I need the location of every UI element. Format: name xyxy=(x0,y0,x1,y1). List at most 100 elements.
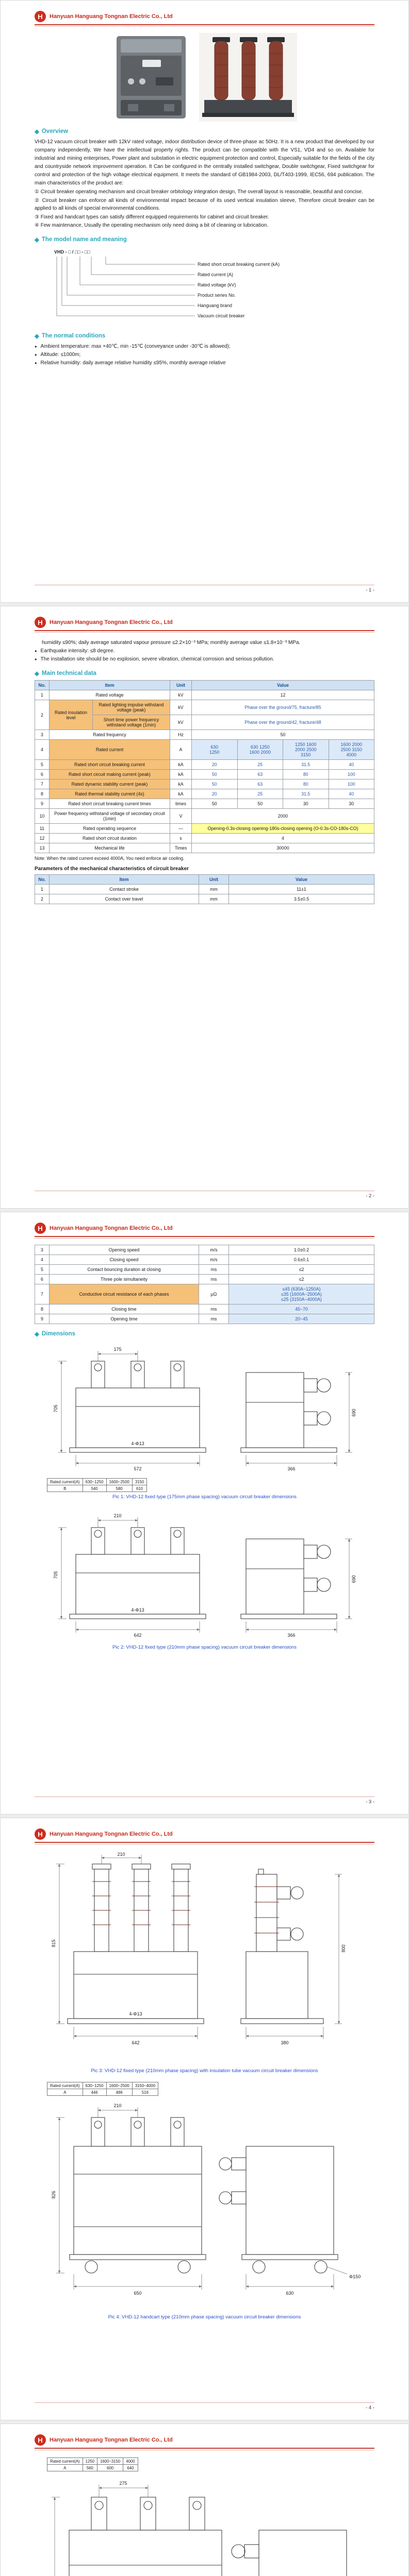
cell: Unit xyxy=(199,874,229,885)
cell: 5 xyxy=(35,759,50,770)
cell: 11±1 xyxy=(228,884,374,894)
cell: Closing time xyxy=(49,1304,199,1314)
cell: Closing speed xyxy=(49,1255,199,1265)
table-header-row: No. Item Unit Value xyxy=(35,874,374,885)
cell: Item xyxy=(49,874,199,885)
front-dimension-lines xyxy=(58,1517,200,1633)
mechanical-characteristics-table: No. Item Unit Value 1 Contact stroke mm … xyxy=(35,874,374,904)
cell: Rated short circuit breaking current tim… xyxy=(49,799,170,809)
cell: ≤45 (630A~1250A) ≤35 (1600A~2500A) ≤25 (… xyxy=(228,1284,374,1304)
cell: Rated dynamic stability current (peak) xyxy=(49,779,170,789)
cell: kA xyxy=(170,789,192,799)
cell: Contact over travel xyxy=(49,894,199,904)
table-row: 4 Closing speed m/s 0.6±0.1 xyxy=(35,1255,374,1265)
page-3: H Hanyuan Hanguang Tongnan Electric Co.,… xyxy=(0,1212,409,1815)
cell: 50 xyxy=(191,779,238,789)
table-row: B 540 580 610 xyxy=(47,1485,148,1492)
cell: Three pole simultaneity xyxy=(49,1274,199,1284)
cell: 3 xyxy=(35,1245,50,1255)
table-row: 12 Rated short circuit duration s 4 xyxy=(35,833,374,843)
cell: 9 xyxy=(35,1314,50,1324)
company-name: Hanyuan Hanguang Tongnan Electric Co., L… xyxy=(50,1225,173,1231)
cell: 20 xyxy=(191,789,238,799)
table-row: 8 Closing time ms 45~70 xyxy=(35,1304,374,1314)
company-name: Hanyuan Hanguang Tongnan Electric Co., L… xyxy=(50,1831,173,1837)
technical-data-table: No. Item Unit Value 1 Rated voltage kV 1… xyxy=(35,680,374,853)
cell: Opening-0.3s-closing opening-180s-closin… xyxy=(191,823,374,834)
dim-label: 210 xyxy=(113,1513,121,1518)
cell: 1600~3150 xyxy=(96,2458,124,2465)
side-dimension-lines xyxy=(245,1874,342,2039)
header-rule-thin xyxy=(35,26,374,27)
model-connector-lines xyxy=(56,256,195,316)
pic1-drawing-block: 175 572 705 4-Φ13 366 690 xyxy=(35,1341,374,1504)
cell: A xyxy=(47,2089,83,2096)
cell: 63 xyxy=(237,769,283,779)
section-heading-overview: ◆ Overview xyxy=(35,128,374,135)
model-label: Rated short circuit breaking current (kA… xyxy=(198,262,280,267)
pic1-caption: Pic 1: VHD-12 fixed type (175mm phase sp… xyxy=(112,1494,297,1500)
cell: 50 xyxy=(191,730,374,740)
cell: 30 xyxy=(283,799,329,809)
dim-label: 380 xyxy=(281,2040,288,2045)
cell: 8 xyxy=(35,789,50,799)
cell: 7 xyxy=(35,779,50,789)
front-dimension-lines xyxy=(51,2485,149,2576)
section-heading-conditions: ◆ The normal conditions xyxy=(35,332,374,340)
cell: ms xyxy=(199,1274,229,1284)
cell: 80 xyxy=(283,769,329,779)
product-photos xyxy=(35,33,374,122)
table-row: 10 Power frequency withstand voltage of … xyxy=(35,808,374,824)
cell: Opening speed xyxy=(49,1245,199,1255)
table-row: 7 Rated dynamic stability current (peak)… xyxy=(35,779,374,789)
cell: 3150~4000 xyxy=(132,2082,159,2089)
cell: Rated voltage xyxy=(49,690,170,700)
front-dimension-lines xyxy=(58,1351,200,1466)
section-heading-dimensions: ◆ Dimensions xyxy=(35,1330,374,1337)
cell: 7 xyxy=(35,1284,50,1304)
table-row: 3 Opening speed m/s 1.0±0.2 xyxy=(35,1245,374,1255)
dim-label: 705 xyxy=(53,1404,58,1412)
company-logo-icon: H xyxy=(35,1828,46,1840)
cell: 560 xyxy=(82,2464,98,2471)
company-name: Hanyuan Hanguang Tongnan Electric Co., L… xyxy=(50,619,173,625)
page-header: H Hanyuan Hanguang Tongnan Electric Co.,… xyxy=(35,2433,374,2448)
pic4-caption: Pic 4: VHD-12 handcart type (210mm phase… xyxy=(108,2314,301,2320)
side-pole-fins xyxy=(254,1886,279,1934)
cell: 20 xyxy=(191,759,238,770)
cell: Rated short circuit duration xyxy=(49,833,170,843)
cell: ≤2 xyxy=(228,1274,374,1284)
section-title: Dimensions xyxy=(41,1331,76,1337)
pic2-drawing-block: 210 642 705 4-Φ13 366 690 xyxy=(35,1507,374,1654)
company-name: Hanyuan Hanguang Tongnan Electric Co., L… xyxy=(50,13,173,20)
company-logo-icon: H xyxy=(35,2434,46,2446)
cell: B xyxy=(47,1485,83,1492)
table-row: A 560 600 640 xyxy=(47,2464,138,2471)
company-logo-icon: H xyxy=(35,11,46,22)
cell: m/s xyxy=(199,1245,229,1255)
dim-label: 800 xyxy=(341,1944,346,1952)
header-rule xyxy=(35,24,374,25)
model-label: Product series No. xyxy=(198,293,236,298)
cell: 4 xyxy=(35,1255,50,1265)
cell: Contact bouncing duration at closing xyxy=(49,1264,199,1275)
cell: ms xyxy=(199,1314,229,1324)
pic3-drawing: 210 642 815 4-Φ13 xyxy=(51,1852,346,2045)
table-row: 9 Opening time ms 20~45 xyxy=(35,1314,374,1324)
table-row: 5 Rated short circuit breaking current k… xyxy=(35,759,374,770)
cell: Opening time xyxy=(49,1314,199,1324)
cell: μΩ xyxy=(199,1284,229,1304)
header-rule xyxy=(35,2448,374,2449)
cell: mm xyxy=(199,884,229,894)
cell: 600 xyxy=(96,2464,124,2471)
cell: 45~70 xyxy=(228,1304,374,1314)
dim-label: 826 xyxy=(51,2191,56,2198)
front-view xyxy=(69,1361,206,1453)
table-row: 7 Conductive circuit resistance of each … xyxy=(35,1284,374,1304)
mechanical-parameters-heading: Parameters of the mechanical characteris… xyxy=(35,866,189,872)
page-5: H Hanyuan Hanguang Tongnan Electric Co.,… xyxy=(0,2424,409,2576)
diamond-bullet-icon: ◆ xyxy=(35,236,39,243)
cell: 3 xyxy=(35,730,50,740)
condition-item: ● The installation site should be no exp… xyxy=(35,655,374,664)
cell: 100 xyxy=(328,769,374,779)
